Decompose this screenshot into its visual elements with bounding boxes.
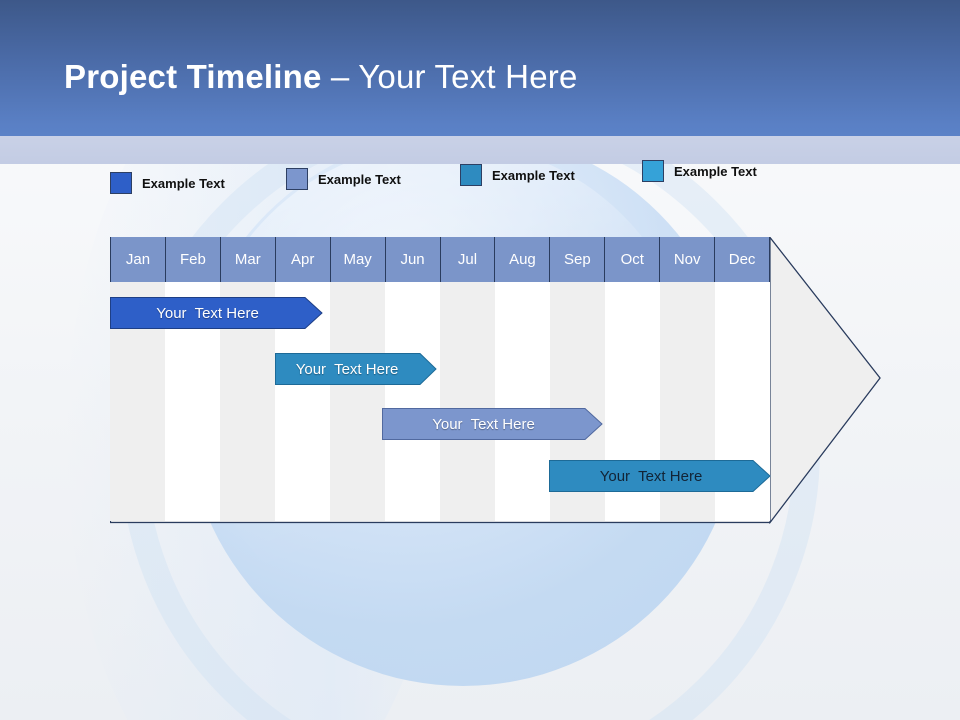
legend-label-3: Example Text: [492, 167, 575, 183]
legend-swatch-icon-3: [460, 164, 482, 186]
month-header-feb[interactable]: Feb: [165, 237, 221, 282]
month-header-jan[interactable]: Jan: [110, 237, 166, 282]
legend-swatch-icon-4: [642, 160, 664, 182]
month-header-apr[interactable]: Apr: [275, 237, 331, 282]
column-aug: [495, 282, 550, 521]
month-header-oct[interactable]: Oct: [605, 237, 661, 282]
legend-item-3[interactable]: Example Text: [460, 164, 575, 186]
header-underband: [0, 136, 960, 164]
title-separator: –: [321, 58, 359, 95]
month-header-may[interactable]: May: [330, 237, 386, 282]
month-header-row: Jan Feb Mar Apr May Jun Jul Aug Sep Oct …: [110, 237, 771, 282]
page-title: Project Timeline – Your Text Here: [64, 56, 578, 98]
task-bar-shape-2: [275, 353, 437, 385]
month-header-aug[interactable]: Aug: [495, 237, 551, 282]
task-bar-shape-1: [110, 297, 323, 329]
timeline-chart: Jan Feb Mar Apr May Jun Jul Aug Sep Oct …: [110, 237, 881, 524]
title-light-part: Your Text Here: [358, 58, 578, 95]
task-bar-shape-4: [549, 460, 771, 492]
column-jul: [440, 282, 495, 521]
task-bar-label-3: Your Text Here: [432, 415, 535, 433]
task-bar-2[interactable]: Your Text Here: [275, 353, 437, 385]
legend-item-2[interactable]: Example Text: [286, 168, 401, 190]
month-header-mar[interactable]: Mar: [220, 237, 276, 282]
task-bar-shape-3: [382, 408, 603, 440]
month-header-jun[interactable]: Jun: [385, 237, 441, 282]
column-may: [330, 282, 385, 521]
month-header-nov[interactable]: Nov: [660, 237, 716, 282]
legend-item-4[interactable]: Example Text: [642, 160, 757, 182]
task-bar-1[interactable]: Your Text Here: [110, 297, 323, 329]
legend-swatch-icon-1: [110, 172, 132, 194]
legend-label-4: Example Text: [674, 163, 757, 179]
task-bar-4[interactable]: Your Text Here: [549, 460, 771, 492]
task-bars: Your Text Here Your Text Here Your Text …: [110, 237, 880, 522]
task-bar-3[interactable]: Your Text Here: [382, 408, 603, 440]
task-bar-label-1: Your Text Here: [156, 304, 259, 322]
legend-item-1[interactable]: Example Text: [110, 172, 225, 194]
title-bold-part: Project Timeline: [64, 58, 322, 95]
legend-swatch-icon-2: [286, 168, 308, 190]
month-header-sep[interactable]: Sep: [550, 237, 606, 282]
legend-label-1: Example Text: [142, 175, 225, 191]
task-bar-label-4: Your Text Here: [599, 467, 703, 485]
legend: Example Text Example Text Example Text E…: [110, 160, 810, 202]
header-underband-sheen: [0, 136, 960, 164]
month-header-dec[interactable]: Dec: [715, 237, 771, 282]
month-header-jul[interactable]: Jul: [440, 237, 496, 282]
header-band: [0, 0, 960, 136]
column-jun: [385, 282, 440, 521]
task-bar-label-2: Your Text Here: [295, 360, 399, 378]
legend-label-2: Example Text: [318, 171, 401, 187]
